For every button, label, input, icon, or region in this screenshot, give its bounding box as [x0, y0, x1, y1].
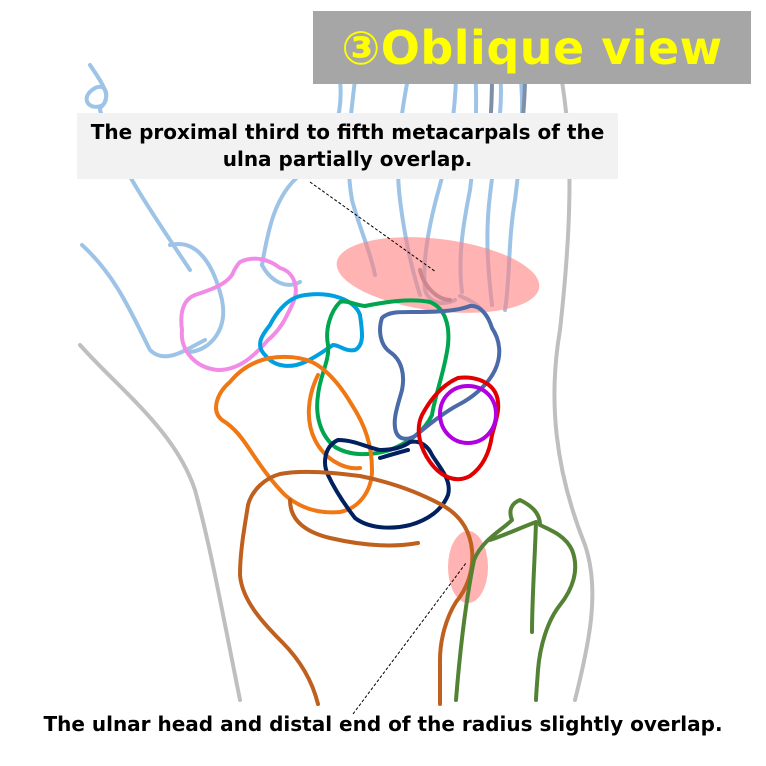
ulna: [454, 498, 578, 702]
top-leader-line: [309, 181, 437, 273]
trapezoid: [258, 292, 364, 368]
scaphoid: [214, 354, 374, 515]
pisiform: [438, 384, 498, 445]
title-banner: ③Oblique view: [313, 11, 751, 84]
soft-tissue-outline: [78, 68, 595, 702]
trapezium: [179, 256, 298, 372]
bottom-leader-line: [352, 562, 467, 715]
radius: [238, 469, 475, 706]
triquetrum: [416, 375, 501, 482]
metacarpals: [80, 63, 525, 359]
metacarpal-overlap-text: The proximal third to fifth metacarpals …: [90, 120, 605, 171]
scaphoid-inner-edge: [306, 373, 362, 471]
lunate-notch: [378, 448, 410, 460]
radius-styloid-edge: [288, 498, 420, 548]
capitate: [315, 298, 451, 457]
hamate: [378, 303, 502, 441]
ulna-inner-edge: [488, 520, 538, 634]
view-title: ③Oblique view: [341, 20, 723, 75]
metacarpal-overlap-note: The proximal third to fifth metacarpals …: [77, 113, 618, 179]
radioulnar-overlap-note: The ulnar head and distal end of the rad…: [43, 712, 723, 736]
metacarpal-overlap-highlight: [336, 237, 540, 313]
lunate: [323, 438, 451, 530]
